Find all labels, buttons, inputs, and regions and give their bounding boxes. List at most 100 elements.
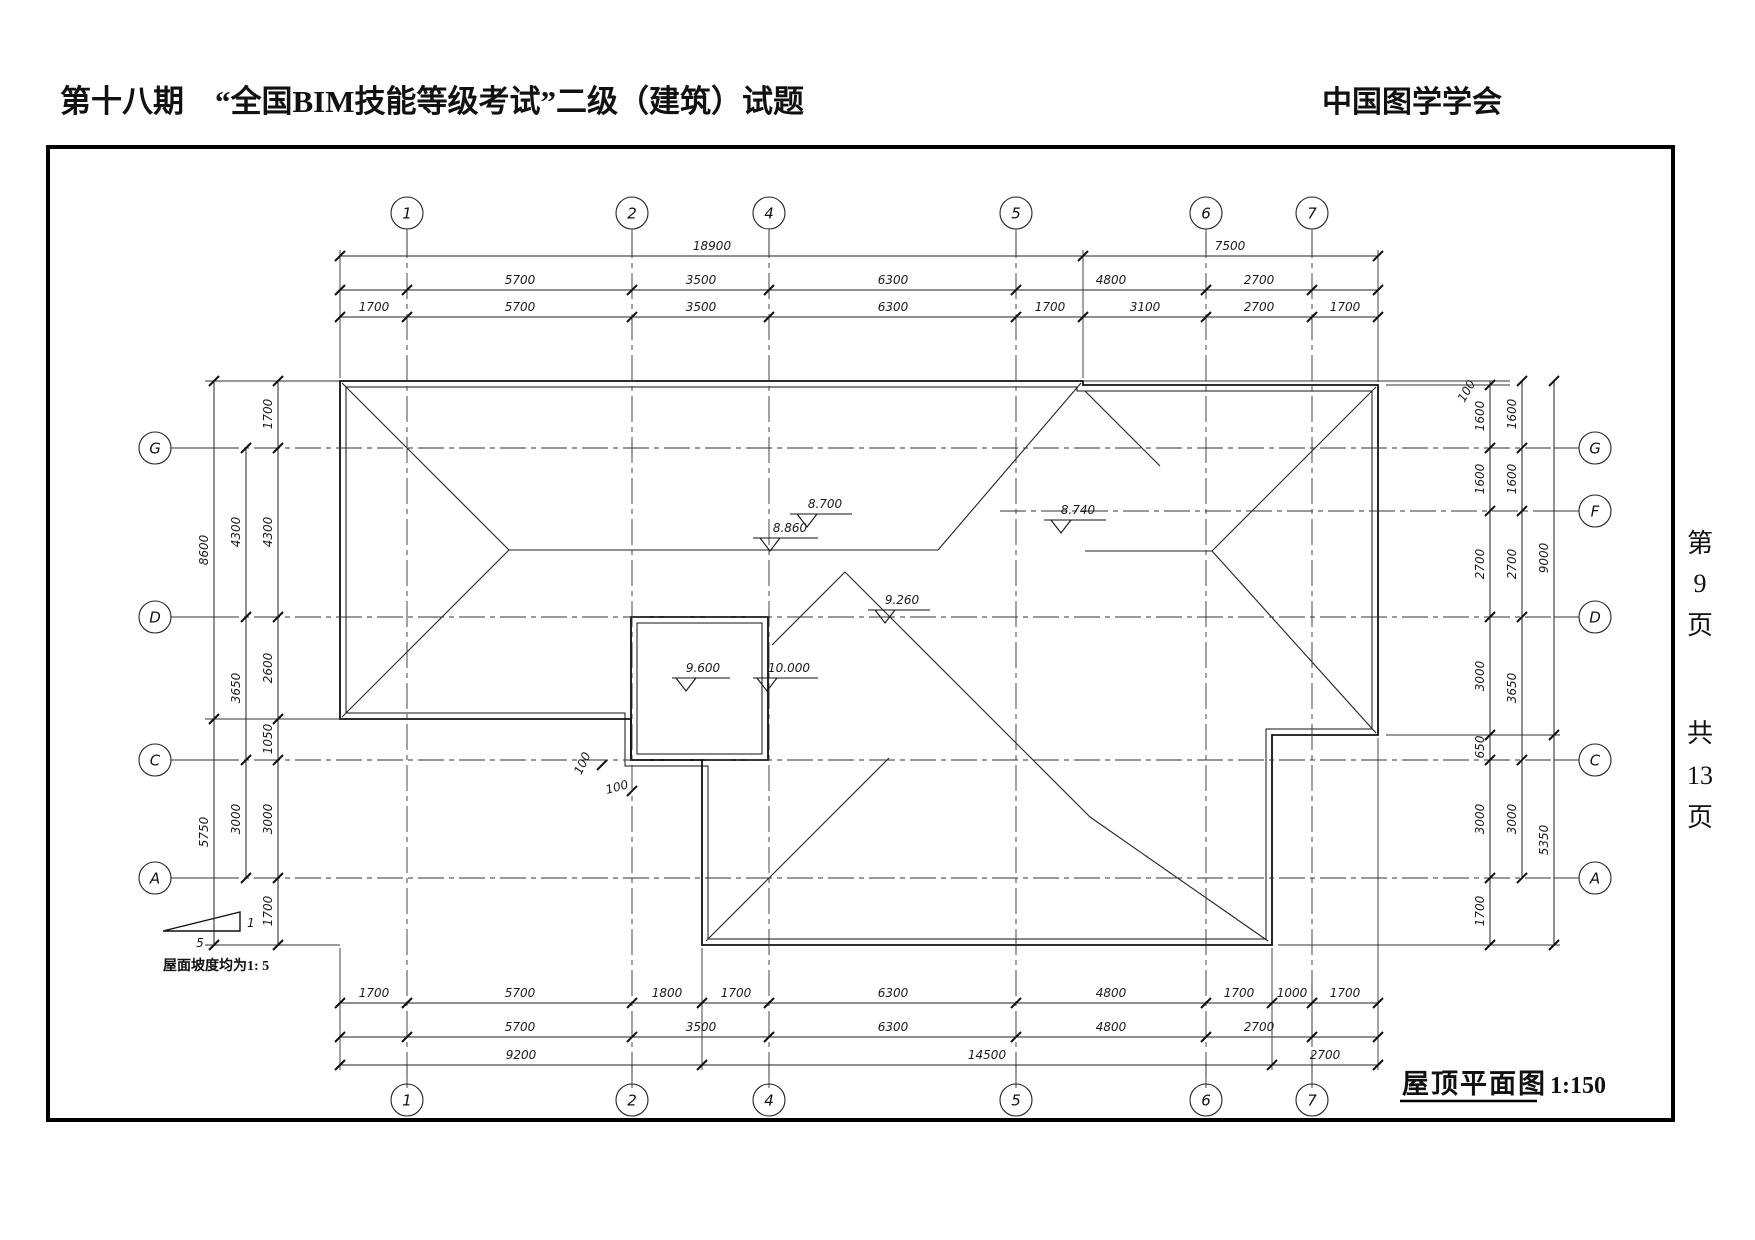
- dimension-tick: [272, 442, 284, 454]
- dimension-tick: [334, 250, 346, 262]
- stair-tower-inner: [636, 622, 763, 755]
- elevation-label: 8.860: [773, 521, 808, 535]
- grid-bubble: [615, 1083, 649, 1117]
- elevation-label: 8.740: [1061, 503, 1096, 517]
- dimension-tick: [1372, 284, 1384, 296]
- dimension-tick: [763, 1031, 775, 1043]
- grid-bubble-label: 7: [1307, 1091, 1317, 1109]
- slope-legend: 1 5 屋面坡度均为1: 5: [162, 911, 269, 974]
- dimension-tick: [1266, 997, 1278, 1009]
- dim-label: 1700: [1330, 300, 1361, 314]
- grid-bubble-label: A: [149, 869, 160, 887]
- dim-label: 2700: [1244, 300, 1275, 314]
- dimension-tick: [1372, 250, 1384, 262]
- grid-bubble-label: D: [149, 608, 161, 626]
- dim-label: 6300: [878, 986, 909, 1000]
- dim-label: 2700: [1244, 273, 1275, 287]
- dim-label: 9200: [506, 1048, 537, 1062]
- dimension-tick: [1200, 311, 1212, 323]
- dimension-tick: [1372, 1031, 1384, 1043]
- dim-label: 1700: [721, 986, 752, 1000]
- dim-label: 1700: [359, 986, 390, 1000]
- dim-label: 5700: [505, 986, 536, 1000]
- dimension-tick: [208, 939, 220, 951]
- dim-label: 2700: [1505, 548, 1519, 579]
- dimension-tick: [1306, 1031, 1318, 1043]
- dim-label: 4300: [261, 516, 275, 547]
- dimension-tick: [1010, 284, 1022, 296]
- stair-tower-outer: [630, 616, 769, 761]
- dim-label: 3500: [686, 1020, 717, 1034]
- dim-label: 3000: [261, 803, 275, 834]
- dimension-tick: [1010, 997, 1022, 1009]
- grid-bubble-label: 7: [1307, 204, 1317, 222]
- dimension-tick: [626, 284, 638, 296]
- caption-title: 屋顶平面图: [1402, 1069, 1547, 1099]
- dim-label: 1600: [1473, 463, 1487, 494]
- dimension-tick: [1372, 1059, 1384, 1071]
- dim-label: 3000: [1473, 803, 1487, 834]
- dimension-tick: [1484, 754, 1496, 766]
- dimension-tick: [696, 997, 708, 1009]
- grid-bubble-label: C: [1590, 751, 1601, 769]
- dimension-tick: [763, 997, 775, 1009]
- dim-label: 7500: [1215, 239, 1246, 253]
- dim-label: 2700: [1244, 1020, 1275, 1034]
- elevation-label: 10.000: [768, 661, 810, 675]
- dimension-tick: [401, 311, 413, 323]
- dimension-tick: [272, 611, 284, 623]
- elevation-markers: [672, 513, 1106, 692]
- grid-bubble-label: D: [1589, 608, 1601, 626]
- dimension-tick: [240, 442, 252, 454]
- dimension-tick: [1516, 872, 1528, 884]
- dim-label: 4800: [1096, 986, 1127, 1000]
- elevation-label: 8.700: [808, 497, 843, 511]
- dimension-tick: [272, 375, 284, 387]
- dimension-tick: [272, 754, 284, 766]
- dimension-tick: [1548, 375, 1560, 387]
- dimension-tick: [696, 1059, 708, 1071]
- page-char: 9: [1694, 569, 1707, 598]
- dimension-tick: [1484, 611, 1496, 623]
- dimension-tick: [1484, 505, 1496, 517]
- dimension-tick: [1010, 311, 1022, 323]
- sheet-border: [46, 145, 1675, 1122]
- dimension-tick: [334, 997, 346, 1009]
- dimension-tick: [334, 1031, 346, 1043]
- dim-label: 1600: [1473, 400, 1487, 431]
- dim-label: 1800: [652, 986, 683, 1000]
- dim-label: 1600: [1505, 463, 1519, 494]
- dim-label: 1700: [359, 300, 390, 314]
- dim-label: 3500: [686, 300, 717, 314]
- grid-bubble: [752, 1083, 786, 1117]
- grid-bubble-label: G: [149, 439, 161, 457]
- page-number-column: 第 9 页 共 13 页: [1687, 529, 1713, 832]
- dim-label: 1700: [1224, 986, 1255, 1000]
- dim-label: 6300: [878, 1020, 909, 1034]
- grid-bubble: [138, 743, 172, 777]
- dim-label: 3650: [229, 672, 243, 703]
- dimension-tick: [334, 1059, 346, 1071]
- dimension-tick: [1484, 939, 1496, 951]
- page-char: 页: [1687, 611, 1713, 640]
- dim-label: 100: [571, 750, 594, 777]
- grid-bubble: [999, 1083, 1033, 1117]
- roof-eave-inner: [345, 386, 1373, 940]
- grid-bubble-label: C: [150, 751, 161, 769]
- grid-bubble-label: 5: [1011, 1091, 1021, 1109]
- caption-scale: 1:150: [1550, 1073, 1606, 1099]
- dimension-tick: [401, 284, 413, 296]
- dimension-tick: [1306, 997, 1318, 1009]
- dimension-tick: [1200, 1031, 1212, 1043]
- grid-bubble-label: 5: [1011, 204, 1021, 222]
- dimension-tick: [763, 311, 775, 323]
- dimension-tick: [240, 872, 252, 884]
- dimension-tick: [240, 611, 252, 623]
- page-char: 第: [1687, 529, 1713, 558]
- grid-bubble: [1578, 494, 1612, 528]
- dimension-tick: [1372, 997, 1384, 1009]
- grid-bubble: [138, 431, 172, 465]
- grid-bubble: [1189, 1083, 1223, 1117]
- drawing-caption: 屋顶平面图 1:150: [1400, 1069, 1606, 1103]
- dim-label: 3000: [1473, 660, 1487, 691]
